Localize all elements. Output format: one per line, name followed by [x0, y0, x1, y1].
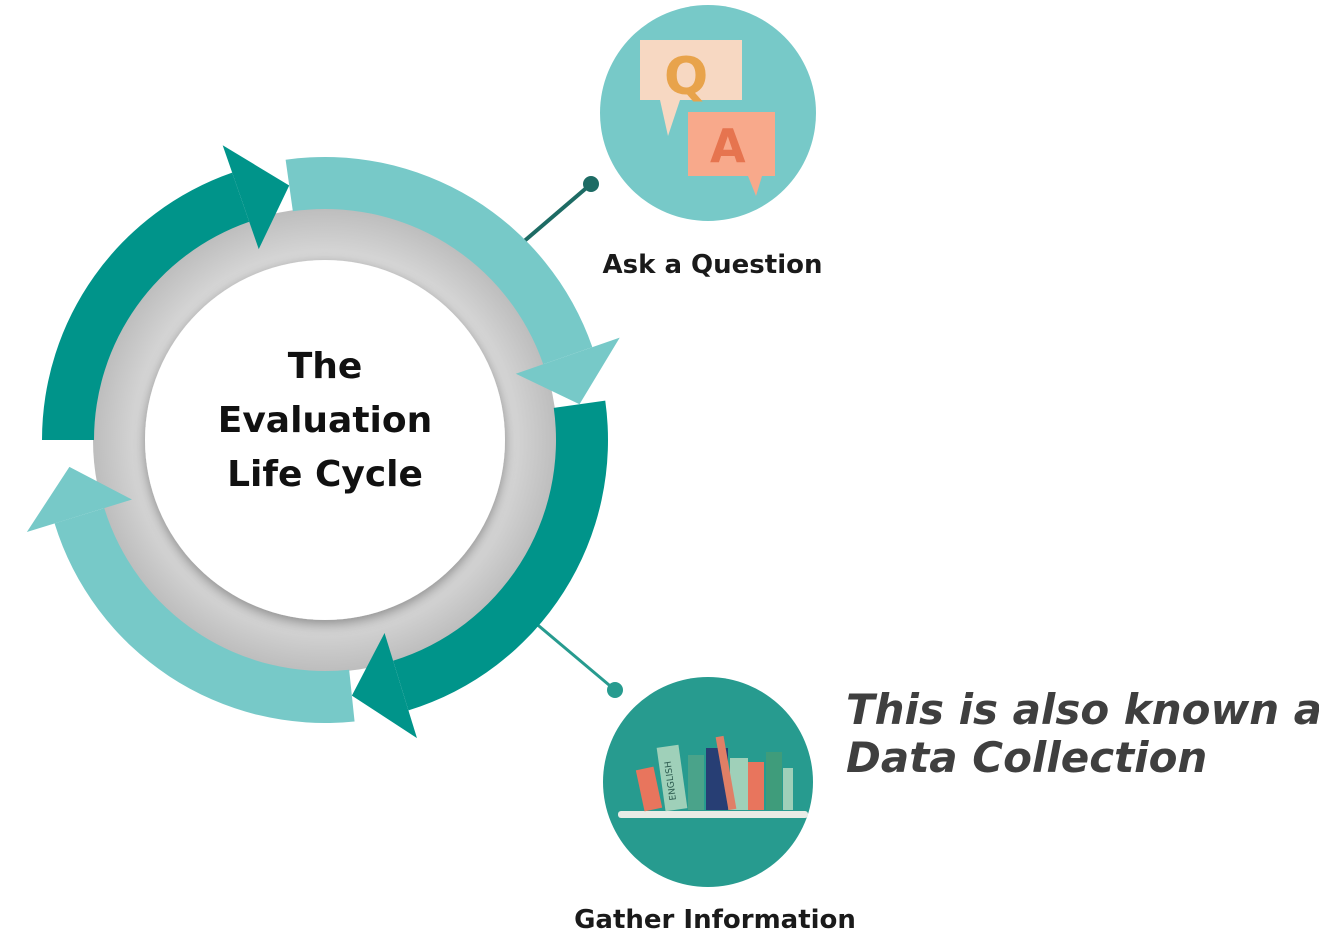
arc-top-left-body: [42, 172, 250, 440]
note-line-2: Data Collection: [846, 733, 1208, 782]
book-6: [715, 735, 737, 811]
book-9: [783, 768, 793, 810]
book-7: [748, 762, 764, 810]
book-shelf: [618, 811, 808, 818]
arc-top-left-arrowhead: [222, 145, 290, 250]
arc-bottom-left-body: [54, 508, 355, 723]
cycle-title-line-1: The: [287, 346, 363, 387]
step-label-ask-question: Ask a Question: [602, 250, 823, 280]
q-letter: Q: [664, 47, 708, 107]
arc-top-right-body: [285, 157, 593, 365]
book-5: [730, 758, 748, 810]
connector-dot-ask: [583, 176, 599, 192]
book-1: [635, 766, 663, 812]
connector-dot-gather: [607, 682, 623, 698]
arc-bottom-left-arrowhead: [26, 466, 132, 532]
cycle-title-line-2: Evaluation: [217, 400, 433, 441]
q-speech-bubble: [640, 40, 742, 136]
arc-top-right-arrowhead: [515, 337, 620, 405]
arc-bottom-right-body: [393, 400, 608, 711]
cycle-title: The Evaluation Life Cycle: [205, 340, 445, 502]
note-line-1: This is also known as: [846, 685, 1319, 734]
a-speech-bubble: [688, 112, 775, 196]
book-3: [688, 755, 704, 810]
step-label-gather-information: Gather Information: [574, 905, 856, 935]
center-circle: [145, 260, 505, 620]
arc-bottom-right-arrowhead: [351, 633, 417, 739]
data-collection-note: This is also known as Data Collection: [846, 685, 1319, 782]
book-2: [656, 744, 688, 812]
cycle-title-line-3: Life Cycle: [227, 454, 423, 495]
connector-ask-question: [520, 182, 593, 245]
book-8: [766, 752, 782, 810]
ask-question-icon-group: Q A: [600, 5, 816, 221]
a-letter: A: [710, 119, 746, 173]
cycle-arrows: [26, 145, 620, 739]
gather-information-icon-group: ENGLISH: [603, 677, 813, 887]
